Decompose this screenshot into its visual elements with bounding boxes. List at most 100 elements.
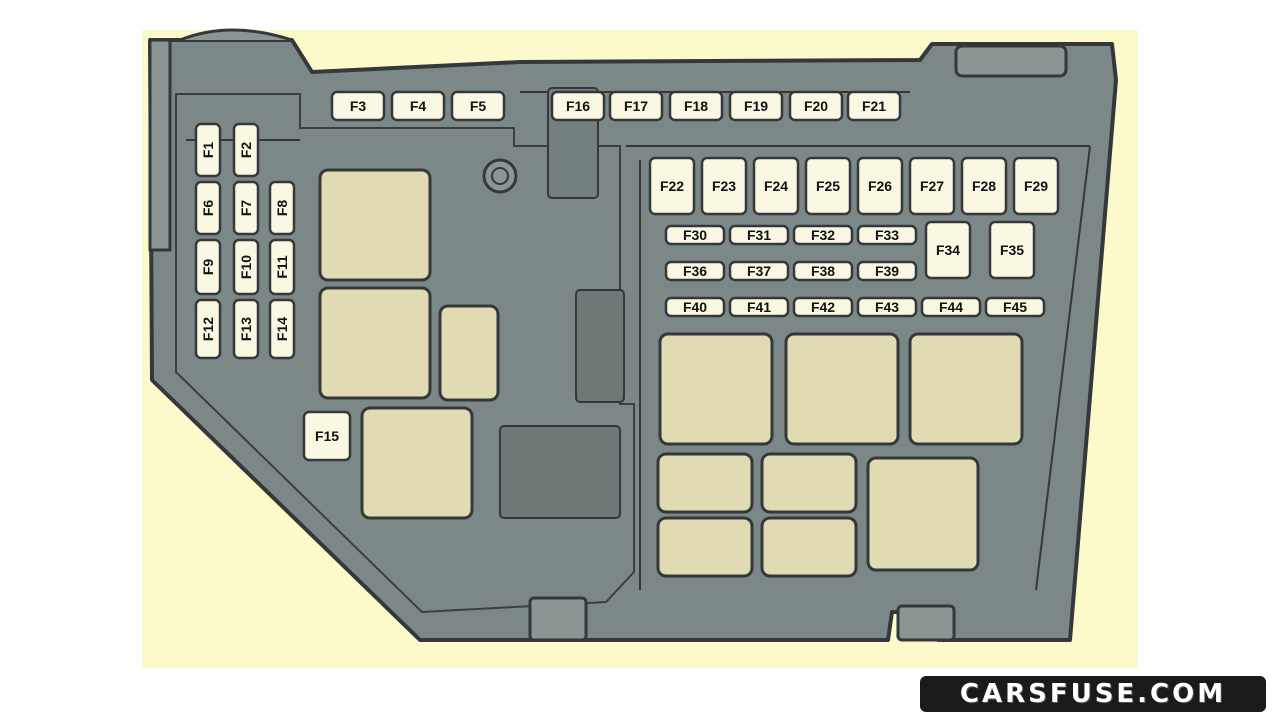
fuse-label: F20 <box>804 98 828 114</box>
fuse-label: F36 <box>683 263 707 279</box>
fuse-body <box>390 90 446 122</box>
fuse-f37: F37 <box>728 260 790 282</box>
fuse-label: F43 <box>875 299 899 315</box>
fuse-body <box>550 90 606 122</box>
fuse-f8: F8 <box>268 180 296 236</box>
fuse-label: F10 <box>238 255 254 279</box>
fuse-body <box>728 224 790 246</box>
mounting-tab-top-left <box>148 28 293 252</box>
fuse-f35: F35 <box>988 220 1036 280</box>
fuse-f17: F17 <box>608 90 664 122</box>
fuse-label: F24 <box>764 178 788 194</box>
fuse-label: F39 <box>875 263 899 279</box>
fuse-f42: F42 <box>792 296 854 318</box>
relay <box>656 452 754 514</box>
fuse-body <box>792 296 854 318</box>
fuse-label: F5 <box>470 98 487 114</box>
fuse-f44: F44 <box>920 296 982 318</box>
fuse-f21: F21 <box>846 90 902 122</box>
fuse-body <box>960 156 1008 216</box>
fuse-body <box>232 180 260 236</box>
fuse-label: F44 <box>939 299 963 315</box>
fuse-body <box>268 238 296 296</box>
fuse-body <box>232 238 260 296</box>
fuse-body <box>232 122 260 178</box>
fuse-body <box>194 238 222 296</box>
fuse-f24: F24 <box>752 156 800 216</box>
fuse-label: F9 <box>200 259 216 276</box>
fuse-label: F7 <box>238 200 254 217</box>
fuse-label: F14 <box>274 317 290 341</box>
fuse-label: F3 <box>350 98 367 114</box>
fuse-body <box>792 260 854 282</box>
fuse-f12: F12 <box>194 298 222 360</box>
fuse-f23: F23 <box>700 156 748 216</box>
fuse-label: F15 <box>315 428 339 444</box>
fuse-f6: F6 <box>194 180 222 236</box>
fuse-body <box>232 298 260 360</box>
fuse-f31: F31 <box>728 224 790 246</box>
fuse-label: F18 <box>684 98 708 114</box>
fuse-label: F11 <box>274 255 290 279</box>
fuse-label: F32 <box>811 227 835 243</box>
fuse-label: F37 <box>747 263 771 279</box>
fuse-f15: F15 <box>302 410 352 462</box>
fuse-f29: F29 <box>1012 156 1060 216</box>
fuse-body <box>302 410 352 462</box>
fuse-body <box>728 296 790 318</box>
fuse-f36: F36 <box>664 260 726 282</box>
fuse-body <box>924 220 972 280</box>
fuse-body <box>908 156 956 216</box>
empty-slot <box>575 289 625 403</box>
fuse-label: F34 <box>936 242 960 258</box>
fuse-label: F8 <box>274 200 290 217</box>
fuse-body <box>268 298 296 360</box>
fuse-label: F30 <box>683 227 707 243</box>
fuse-body <box>668 90 724 122</box>
fuse-f41: F41 <box>728 296 790 318</box>
relay <box>438 304 500 402</box>
fuse-label: F21 <box>862 98 886 114</box>
fuse-f19: F19 <box>728 90 784 122</box>
fuse-f7: F7 <box>232 180 260 236</box>
fuse-f27: F27 <box>908 156 956 216</box>
relay <box>656 516 754 578</box>
fuse-f38: F38 <box>792 260 854 282</box>
relay <box>908 332 1024 446</box>
fuse-body <box>268 180 296 236</box>
fuse-body <box>788 90 844 122</box>
fuse-label: F38 <box>811 263 835 279</box>
fuse-label: F42 <box>811 299 835 315</box>
fuse-body <box>608 90 664 122</box>
fuse-label: F17 <box>624 98 648 114</box>
fuse-body <box>988 220 1036 280</box>
fuse-label: F25 <box>816 178 840 194</box>
fuse-body <box>728 90 784 122</box>
fuse-label: F29 <box>1024 178 1048 194</box>
fuse-f5: F5 <box>450 90 506 122</box>
fuse-label: F4 <box>410 98 427 114</box>
fuse-label: F40 <box>683 299 707 315</box>
mounting-tab-bottom-right <box>896 604 956 642</box>
fuse-body <box>920 296 982 318</box>
fuse-f25: F25 <box>804 156 852 216</box>
fuse-label: F41 <box>747 299 771 315</box>
fuse-label: F13 <box>238 317 254 341</box>
fuse-f40: F40 <box>664 296 726 318</box>
relays <box>318 168 1024 578</box>
fuse-body <box>846 90 902 122</box>
fuse-f2: F2 <box>232 122 260 178</box>
fuse-label: F2 <box>238 142 254 159</box>
housing-inner-rim <box>175 93 635 614</box>
watermark-badge: CARSFUSE.COM <box>920 676 1266 712</box>
fuse-label: F33 <box>875 227 899 243</box>
fuse-label: F12 <box>200 317 216 341</box>
fuse-label: F1 <box>200 142 216 159</box>
fuse-f32: F32 <box>792 224 854 246</box>
stud-nut <box>482 158 518 194</box>
fuse-label: F23 <box>712 178 736 194</box>
fuse-f11: F11 <box>268 238 296 296</box>
fuse-f10: F10 <box>232 238 260 296</box>
